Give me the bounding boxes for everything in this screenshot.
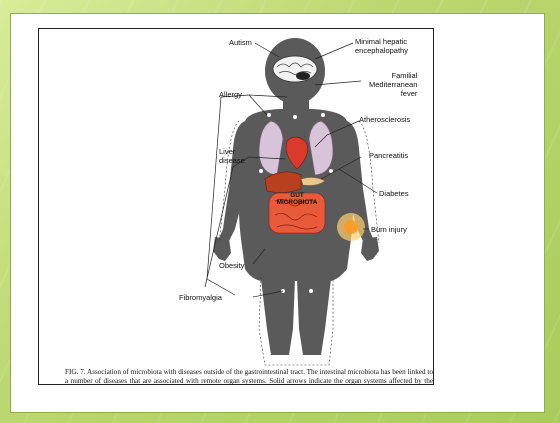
label-pancreatitis: Pancreatitis — [369, 151, 408, 160]
label-burn-injury: Burn injury — [371, 225, 407, 234]
label-gut-microbiota: GUT MICROBIOTA — [267, 192, 327, 206]
label-obesity: Obesity — [219, 261, 244, 270]
label-fmf: Familial Mediterranean fever — [369, 71, 417, 98]
label-liver-disease: Liver disease — [219, 147, 245, 165]
label-fibromyalgia: Fibromyalgia — [179, 293, 222, 302]
figure-caption: FIG. 7. Association of microbiota with d… — [65, 368, 433, 385]
brain-organ — [273, 56, 317, 82]
label-allergy: Allergy — [219, 90, 242, 99]
label-autism: Autism — [229, 38, 252, 47]
label-hepatic: Minimal hepatic encephalopathy — [355, 37, 408, 55]
label-atherosclerosis: Atherosclerosis — [359, 115, 410, 124]
figure-panel: Autism Minimal hepatic encephalopathy Fa… — [38, 28, 434, 385]
label-diabetes: Diabetes — [379, 189, 409, 198]
